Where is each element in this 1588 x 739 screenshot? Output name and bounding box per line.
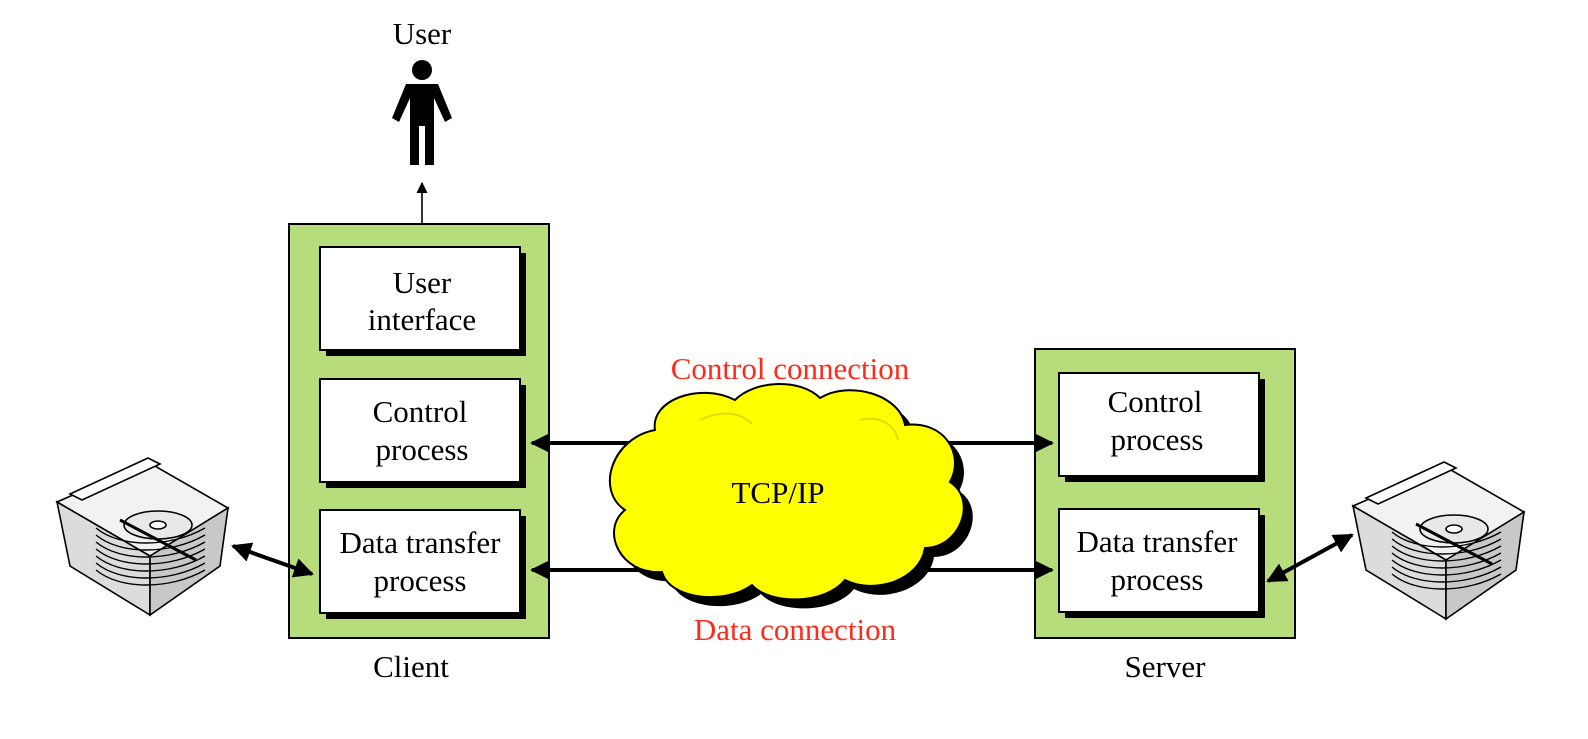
- server-control-line2: process: [1111, 422, 1204, 457]
- hard-disk-icon: [55, 457, 230, 617]
- client-control-line2: process: [376, 432, 469, 467]
- client-user-interface-box: [319, 246, 521, 351]
- server-control-line1: Control: [1108, 384, 1203, 419]
- client-label: Client: [373, 649, 449, 684]
- client-control-line1: Control: [373, 394, 468, 429]
- client-data-transfer-box: [319, 509, 521, 614]
- client-disk-arrow: [231, 542, 314, 578]
- server-data-transfer-box: [1058, 508, 1260, 613]
- user-label: User: [393, 16, 452, 51]
- tcp-ip-cloud: [608, 382, 973, 609]
- client-ui-line2: interface: [368, 302, 476, 337]
- person-icon: [392, 60, 452, 165]
- server-data-line1: Data transfer: [1077, 524, 1239, 559]
- tcp-ip-label: TCP/IP: [731, 475, 824, 510]
- data-connection-label: Data connection: [694, 612, 897, 647]
- server-label: Server: [1125, 649, 1207, 684]
- control-connection-label: Control connection: [671, 351, 910, 386]
- server-disk-arrow: [1266, 533, 1354, 583]
- hard-disk-icon: [1351, 461, 1526, 621]
- client-data-line2: process: [374, 563, 467, 598]
- client-ui-line1: User: [393, 265, 452, 300]
- server-data-line2: process: [1111, 562, 1204, 597]
- client-data-line1: Data transfer: [340, 525, 502, 560]
- client-control-process-box: [319, 378, 521, 483]
- server-control-process-box: [1058, 372, 1260, 477]
